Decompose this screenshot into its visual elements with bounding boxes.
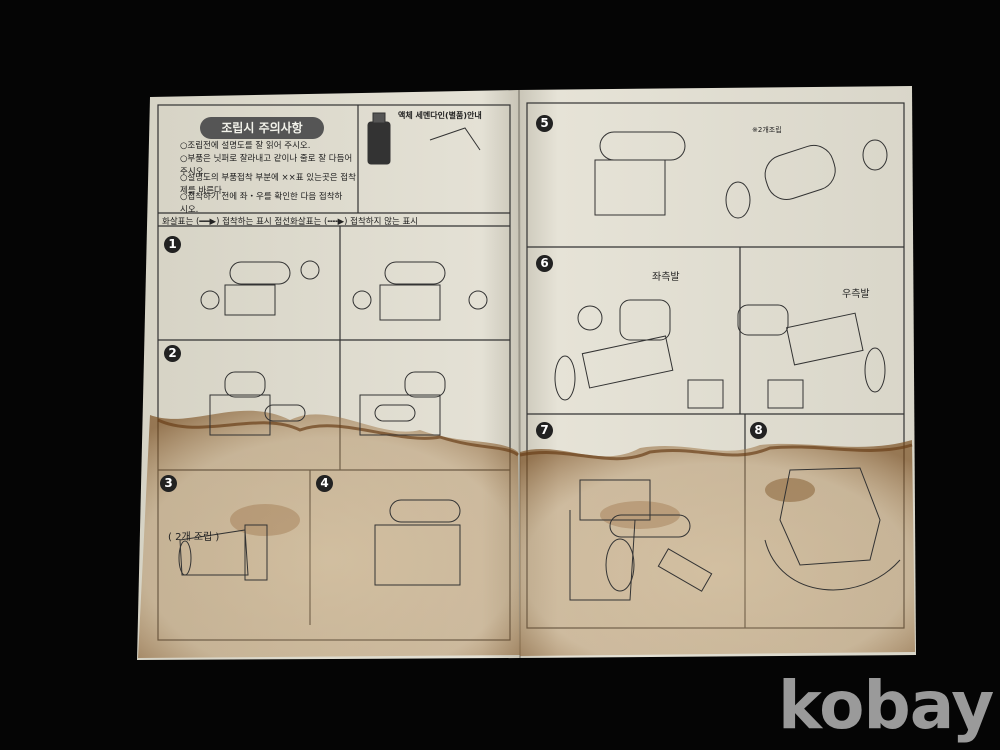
step-8-number: 8 <box>750 422 767 439</box>
part-drawings <box>178 112 901 601</box>
step-6-number: 6 <box>536 255 553 272</box>
step-1-number: 1 <box>164 236 181 253</box>
product-title: 액체 세멘다인(별품)안내 <box>398 111 482 120</box>
kobay-watermark: kobay <box>778 667 994 744</box>
two-pcs-label: ※2개조립 <box>752 126 782 134</box>
two-assembly-label: ( 2개 조립 ) <box>168 532 220 543</box>
arrow-legend: 화살표는 (━━▶) 접착하는 표시 점선화살표는 (╍╍▶) 접착하지 않는 … <box>162 217 419 227</box>
spine <box>518 89 521 659</box>
note-4: ○접착하기 전에 좌・우를 확인한 다음 접착하시오. <box>180 192 343 215</box>
water-stains <box>138 410 915 658</box>
note-1: ○조립전에 설명도를 잘 읽어 주시오. <box>180 141 311 151</box>
left-leg-label: 좌측발 <box>652 272 680 283</box>
manual-title: 조립시 주의사항 <box>200 117 324 139</box>
note-2: ○부품은 닛퍼로 잘라내고 같이나 줄로 잘 다듬어 주시오. <box>180 154 353 177</box>
step-2-number: 2 <box>164 345 181 362</box>
step-4-number: 4 <box>316 475 333 492</box>
step-5-number: 5 <box>536 115 553 132</box>
note-3: ○설명도의 부품접착 부분에 ××표 있는곳은 접착제를 바른다. <box>180 173 356 196</box>
step-3-number: 3 <box>160 475 177 492</box>
right-leg-label: 우측발 <box>842 289 870 300</box>
step-7-number: 7 <box>536 422 553 439</box>
